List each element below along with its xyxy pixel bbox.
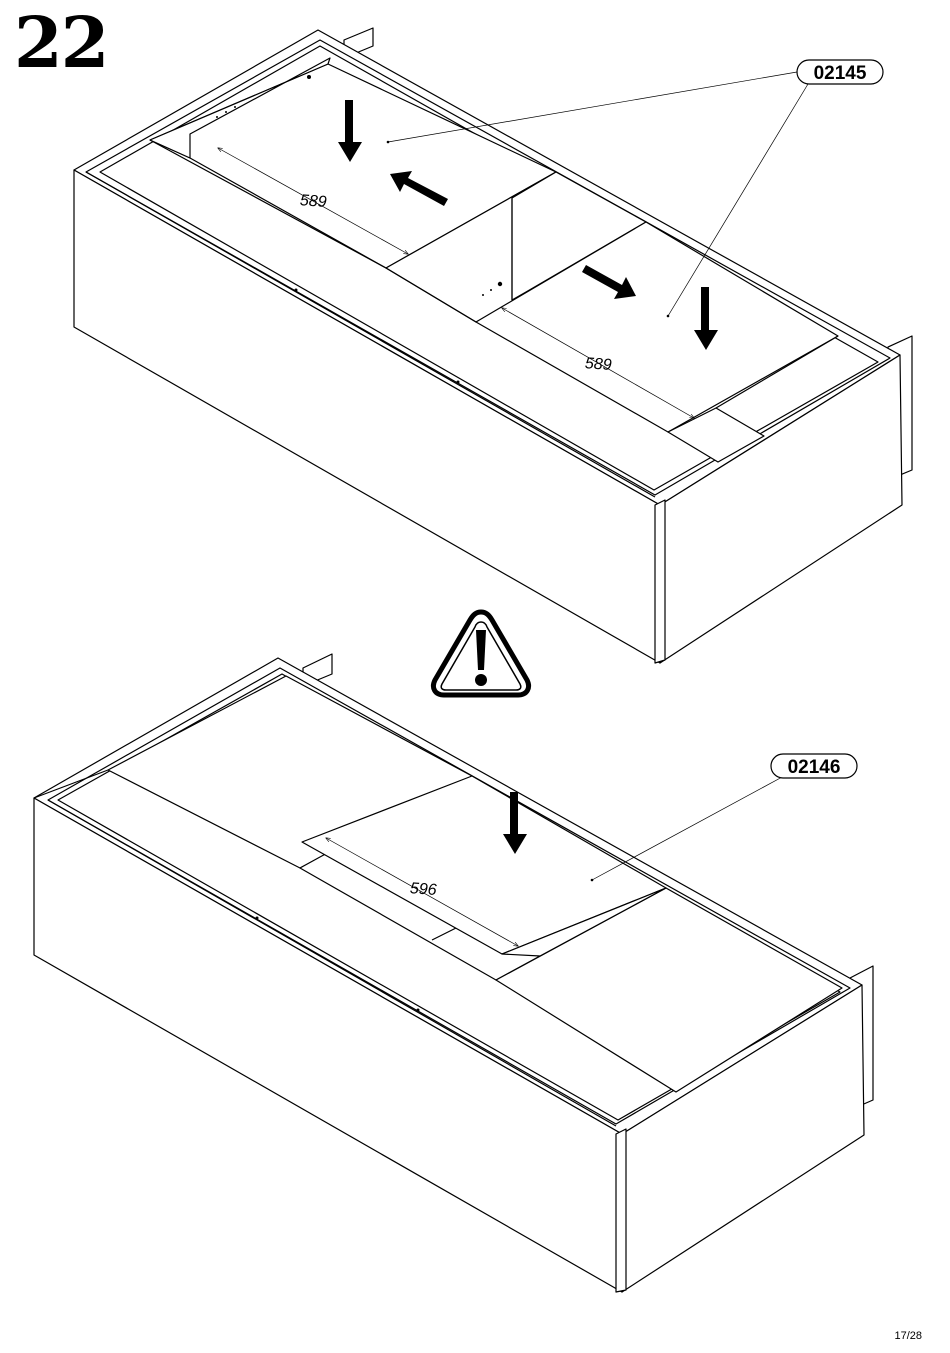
bottom-dimension: 596	[409, 880, 437, 899]
bottom-cabinet-view: 596 02146	[34, 654, 873, 1292]
warning-triangle-icon	[433, 612, 528, 695]
top-part-label: 02145	[814, 63, 867, 84]
bottom-right-end-edge	[616, 1129, 626, 1292]
top-dimension-right: 589	[584, 355, 612, 374]
top-cabinet-view: 589 589 02145	[74, 28, 912, 663]
page-number: 17/28	[894, 1330, 922, 1342]
top-dimension-left: 589	[299, 192, 327, 211]
top-right-end-edge	[655, 500, 665, 663]
bottom-part-label: 02146	[788, 757, 841, 778]
